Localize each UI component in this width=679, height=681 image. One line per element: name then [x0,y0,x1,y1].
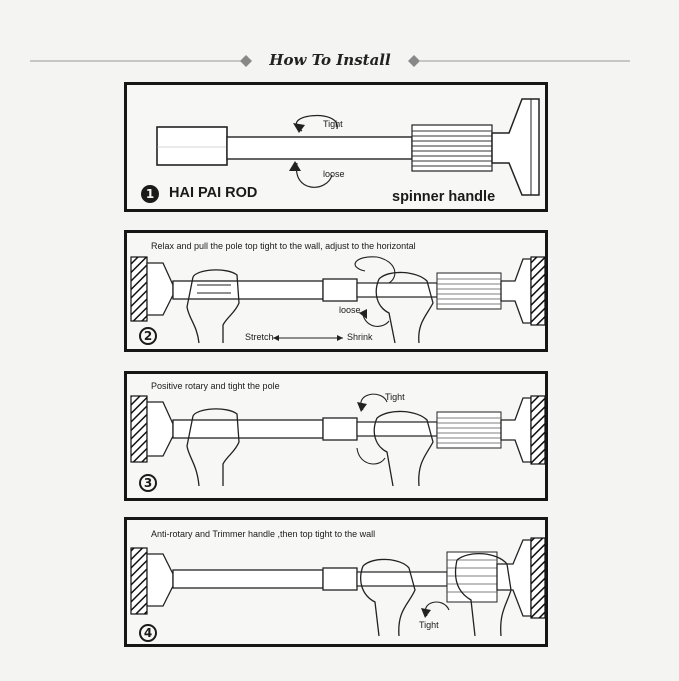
header-divider [30,55,630,67]
step-4-caption: Anti-rotary and Trimmer handle ,then top… [151,529,376,539]
step-4-number: 4 [139,624,157,642]
step-4-illustration [130,537,545,637]
tight-label: Tight [323,119,343,129]
step-2-panel: Relax and pull the pole top tight to the… [124,230,548,352]
install-header: How To Install [30,48,630,76]
handle-label: spinner handle [392,189,496,205]
loose-label: loose [339,305,361,315]
step-2-illustration [130,256,545,344]
step-2-number: 2 [139,327,157,345]
step-3-panel: Positive rotary and tight the pole Tight… [124,371,548,501]
step-3-caption: Positive rotary and tight the pole [151,381,280,391]
tight-label: Tight [385,392,405,402]
rod-label: HAI PAI ROD [169,185,258,201]
shrink-label: Shrink [347,332,373,342]
step-4-panel: Anti-rotary and Trimmer handle ,then top… [124,517,548,647]
diamond-left-icon [240,55,252,67]
loose-label: loose [323,169,345,179]
step-1-illustration [156,98,540,196]
tight-label: Tight [419,620,439,630]
step-2-caption: Relax and pull the pole top tight to the… [151,241,416,251]
step-1-number: 1 [141,185,159,203]
diamond-right-icon [408,55,420,67]
step-1-panel: Tight loose 1 HAI PAI ROD spinner handle [124,82,548,212]
step-3-number: 3 [139,474,157,492]
step-3-illustration [130,393,545,487]
stretch-label: Stretch [245,332,274,342]
